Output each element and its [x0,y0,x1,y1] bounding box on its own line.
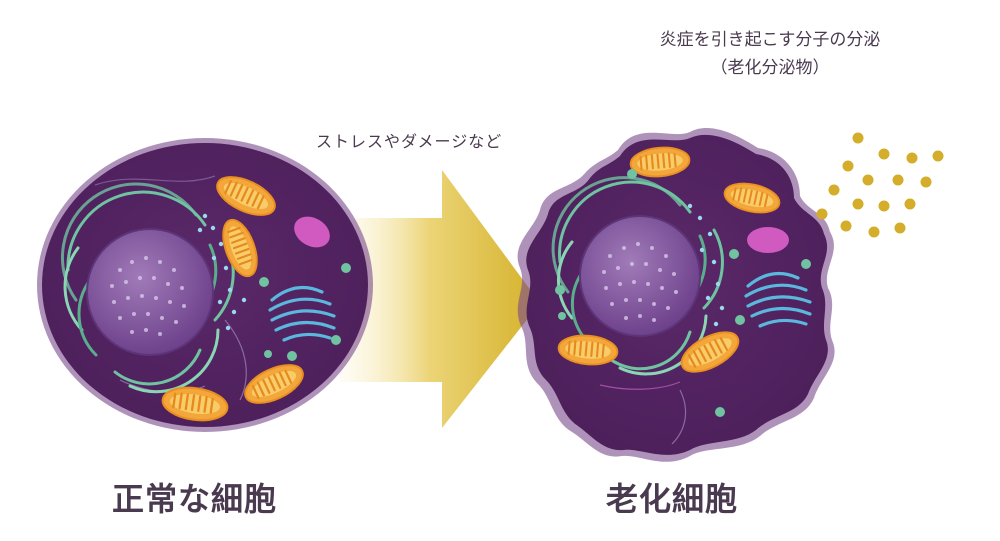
arrow [340,170,540,428]
vesicle-dots [687,203,725,327]
secretion-label-line1: 炎症を引き起こす分子の分泌 [659,30,881,50]
nucleus-dots [110,256,186,336]
stress-label: ストレスやダメージなど [316,132,503,151]
aged-cell [517,128,835,462]
vacuole [747,227,789,253]
nucleus-dots [602,242,678,322]
vacuole [294,216,330,248]
secretion-label: 炎症を引き起こす分子の分泌 （老化分泌物） [620,26,920,82]
golgi-apparatus [744,271,812,328]
nucleus [579,215,701,337]
golgi-apparatus [268,285,336,342]
aged-cell-label: 老化細胞 [606,480,739,518]
normal-cell-label: 正常な細胞 [112,480,278,518]
secretion-dots [816,132,944,238]
granules [555,169,811,417]
vesicle-dots [197,213,247,331]
normal-cell [37,138,373,432]
secretion-label-line2: （老化分泌物） [710,58,830,78]
granules [259,263,351,361]
nucleus [86,228,214,356]
